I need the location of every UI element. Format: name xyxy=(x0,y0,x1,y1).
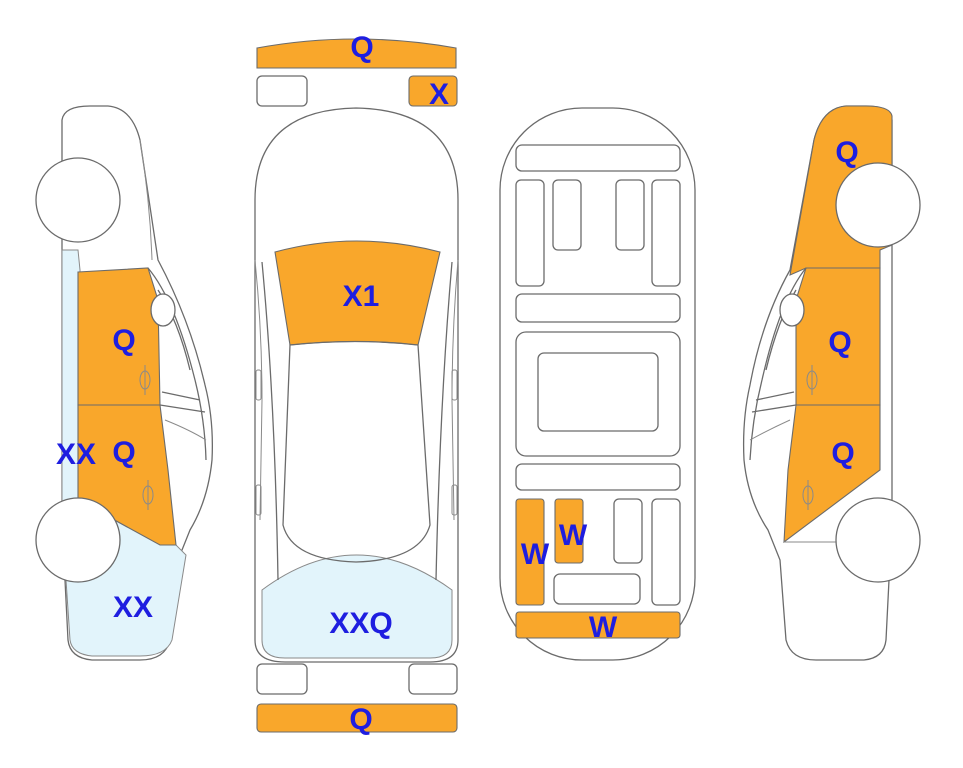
front-right-light-label: X xyxy=(429,78,449,111)
top-view xyxy=(254,38,459,733)
rear-bumper-label: Q xyxy=(349,703,372,736)
rear-left-light[interactable] xyxy=(256,663,308,695)
windshield-label: X1 xyxy=(343,280,380,313)
left-sill-label: XX xyxy=(56,438,96,471)
front-bumper-panel[interactable] xyxy=(256,38,457,69)
rear-bumper-panel[interactable] xyxy=(256,703,458,733)
floor-left-rear-seat-label: W xyxy=(521,538,550,571)
left-rear-door-label: Q xyxy=(112,436,135,469)
floor-left-rear-seat-panel[interactable] xyxy=(515,498,545,606)
right-front-fender-label: Q xyxy=(835,136,858,169)
left-front-door-label: Q xyxy=(112,324,135,357)
left-rear-fender-label: XX xyxy=(113,591,153,624)
floor-center-rear-seat-panel[interactable] xyxy=(554,498,584,564)
floor-trunk-panel[interactable] xyxy=(515,611,681,639)
front-left-light[interactable] xyxy=(256,75,308,107)
rear-right-light[interactable] xyxy=(408,663,458,695)
right-side-view xyxy=(742,105,921,661)
left-front-door-panel[interactable] xyxy=(77,267,161,406)
left-side-view xyxy=(35,105,213,661)
right-rear-door-label: Q xyxy=(831,437,854,470)
front-right-light-panel[interactable] xyxy=(408,75,458,107)
right-front-door-label: Q xyxy=(828,326,851,359)
floor-center-rear-seat-label: W xyxy=(559,519,588,552)
rear-window-panel[interactable] xyxy=(261,554,453,659)
front-bumper-label: Q xyxy=(350,31,373,64)
floor-view xyxy=(499,107,696,661)
rear-window-label: XXQ xyxy=(329,607,392,640)
floor-trunk-label: W xyxy=(589,611,618,644)
